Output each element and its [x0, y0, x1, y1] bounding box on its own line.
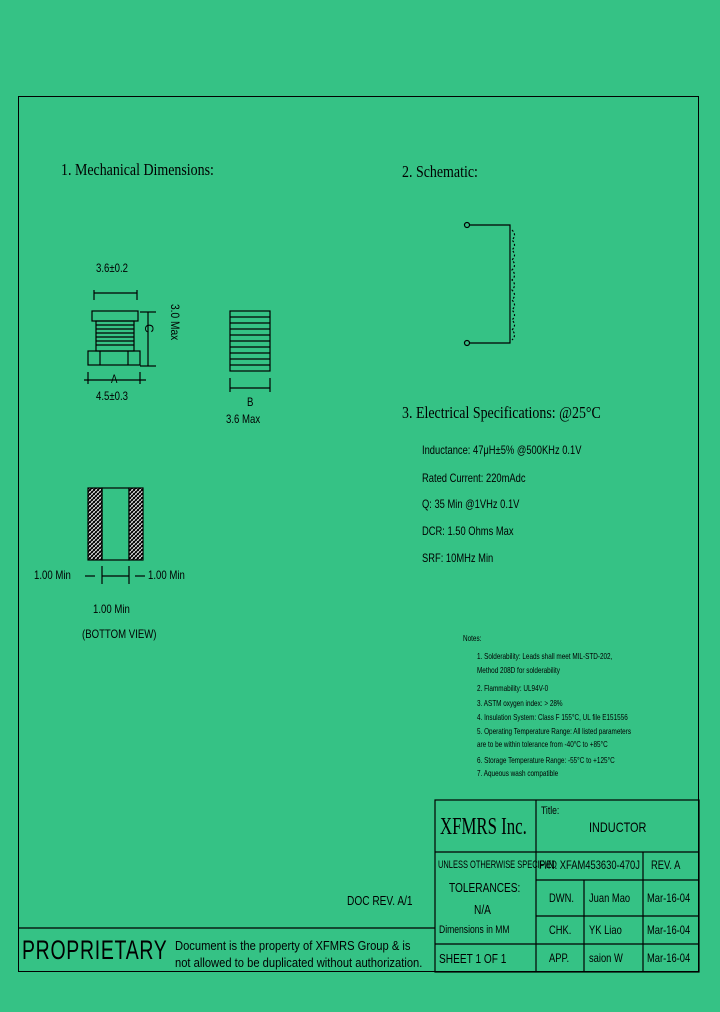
- app-name: saion W: [589, 951, 623, 965]
- sheet-number: SHEET 1 OF 1: [439, 951, 507, 966]
- doc-revision: DOC REV. A/1: [347, 893, 413, 908]
- company-name: XFMRS Inc.: [440, 814, 527, 840]
- dim-top-width: 3.6±0.2: [96, 261, 128, 275]
- dim-label-b: B: [247, 395, 254, 409]
- note-line: Method 208D for solderability: [477, 665, 560, 675]
- app-label: APP.: [549, 951, 570, 965]
- proprietary-line-1: Document is the property of XFMRS Group …: [175, 938, 411, 953]
- dwn-name: Juan Mao: [589, 891, 631, 905]
- bottom-view-label: (BOTTOM VIEW): [82, 627, 157, 641]
- front-view: [84, 290, 156, 384]
- side-view: [229, 310, 271, 392]
- spec-dcr: DCR: 1.50 Ohms Max: [422, 524, 514, 538]
- note-line: 5. Operating Temperature Range: All list…: [477, 726, 632, 736]
- note-line: are to be within tolerance from -40°C to…: [477, 739, 608, 749]
- app-date: Mar-16-04: [647, 951, 691, 965]
- note-line: 6. Storage Temperature Range: -55°C to +…: [477, 755, 615, 765]
- dim-pad-left: 1.00 Min: [34, 568, 71, 582]
- tolerance-value: N/A: [474, 902, 491, 917]
- spec-q: Q: 35 Min @1VHz 0.1V: [422, 497, 520, 511]
- dim-label-a: A: [111, 372, 118, 386]
- spec-srf: SRF: 10MHz Min: [422, 551, 494, 565]
- electrical-title: 3. Electrical Specifications: @25°C: [402, 403, 601, 422]
- dwn-label: DWN.: [549, 891, 574, 905]
- chk-date: Mar-16-04: [647, 923, 691, 937]
- note-line: 2. Flammability: UL94V-0: [477, 683, 549, 693]
- chk-label: CHK.: [549, 923, 572, 937]
- note-line: 1. Solderability: Leads shall meet MIL-S…: [477, 651, 613, 661]
- proprietary-line-2: not allowed to be duplicated without aut…: [175, 955, 423, 970]
- drawing-frame: [18, 96, 699, 972]
- dim-pad-right: 1.00 Min: [148, 568, 185, 582]
- spec-rated-current: Rated Current: 220mAdc: [422, 471, 526, 485]
- drawing-title: INDUCTOR: [589, 819, 647, 835]
- chk-name: YK Liao: [589, 923, 622, 937]
- proprietary-label: PROPRIETARY: [22, 935, 168, 965]
- dimensions-unit: Dimensions in MM: [439, 924, 510, 936]
- unless-specified: UNLESS OTHERWISE SPECIFIED: [438, 859, 557, 871]
- dim-side-width: 3.6 Max: [226, 412, 261, 426]
- tolerances-label: TOLERANCES:: [449, 880, 521, 895]
- note-line: 7. Aqueous wash compatible: [477, 768, 559, 778]
- part-number: P/N: XFAM453630-470J: [539, 858, 640, 872]
- dim-label-c: C: [142, 324, 156, 333]
- note-line: 3. ASTM oxygen index: > 28%: [477, 698, 563, 708]
- bottom-view: [85, 487, 145, 584]
- spec-inductance: Inductance: 47μH±5% @500KHz 0.1V: [422, 443, 582, 457]
- schematic-title: 2. Schematic:: [402, 162, 478, 181]
- notes-heading: Notes:: [463, 633, 482, 643]
- note-line: 4. Insulation System: Class F 155°C, UL …: [477, 712, 628, 722]
- title-block-grid: [18, 799, 700, 973]
- mechanical-title: 1. Mechanical Dimensions:: [61, 160, 214, 179]
- dim-pad-gap: 1.00 Min: [93, 602, 130, 616]
- revision: REV. A: [651, 858, 681, 872]
- schematic-coil: [463, 221, 516, 347]
- dim-base-width: 4.5±0.3: [96, 389, 128, 403]
- dwn-date: Mar-16-04: [647, 891, 691, 905]
- title-label: Title:: [541, 805, 560, 817]
- dim-height-max: 3.0 Max: [168, 304, 182, 341]
